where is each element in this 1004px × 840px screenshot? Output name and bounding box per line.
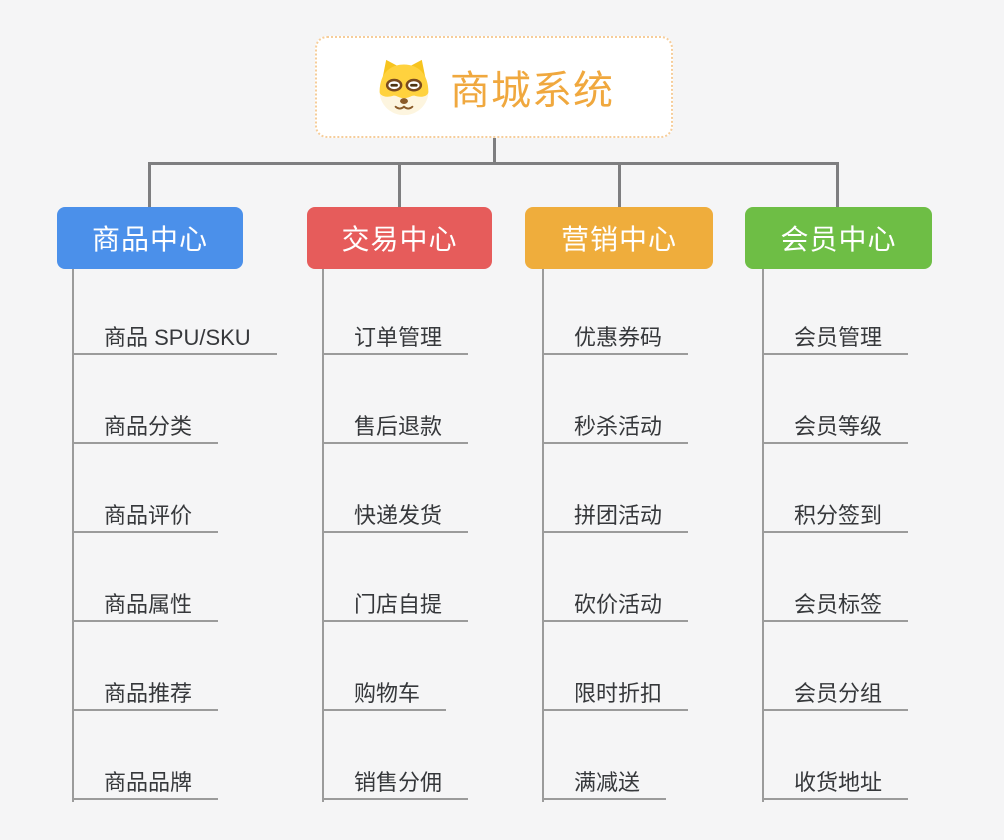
leaf-node[interactable]: 优惠券码 bbox=[542, 309, 689, 355]
branch-header-marketing-center[interactable]: 营销中心 bbox=[525, 207, 713, 269]
connector-drop-member bbox=[836, 162, 839, 208]
branch-spine-marketing bbox=[542, 269, 544, 802]
connector-rail bbox=[148, 162, 839, 165]
leaf-node[interactable]: 快递发货 bbox=[322, 487, 469, 533]
leaf-node[interactable]: 满减送 bbox=[542, 754, 667, 800]
connector-root-stub bbox=[493, 137, 496, 164]
branch-spine-trade bbox=[322, 269, 324, 802]
leaf-node[interactable]: 砍价活动 bbox=[542, 576, 689, 622]
leaf-node[interactable]: 会员标签 bbox=[762, 576, 909, 622]
leaf-node[interactable]: 拼团活动 bbox=[542, 487, 689, 533]
leaf-node[interactable]: 商品评价 bbox=[72, 487, 219, 533]
branch-spine-member bbox=[762, 269, 764, 802]
leaf-node[interactable]: 门店自提 bbox=[322, 576, 469, 622]
leaf-node[interactable]: 商品属性 bbox=[72, 576, 219, 622]
connector-drop-marketing bbox=[618, 162, 621, 208]
leaf-node[interactable]: 商品品牌 bbox=[72, 754, 219, 800]
leaf-node[interactable]: 销售分佣 bbox=[322, 754, 469, 800]
leaf-node[interactable]: 商品分类 bbox=[72, 398, 219, 444]
branch-header-trade-center[interactable]: 交易中心 bbox=[307, 207, 492, 269]
leaf-node[interactable]: 会员等级 bbox=[762, 398, 909, 444]
root-title: 商城系统 bbox=[450, 69, 614, 113]
leaf-node[interactable]: 商品 SPU/SKU bbox=[72, 309, 277, 355]
connector-drop-product bbox=[148, 162, 151, 208]
leaf-node[interactable]: 限时折扣 bbox=[542, 665, 689, 711]
branch-header-member-center[interactable]: 会员中心 bbox=[745, 207, 932, 269]
root-node[interactable]: 商城系统 bbox=[315, 36, 673, 138]
branch-spine-product bbox=[72, 269, 74, 802]
leaf-node[interactable]: 商品推荐 bbox=[72, 665, 219, 711]
shiba-dog-icon bbox=[374, 56, 434, 118]
leaf-node[interactable]: 会员管理 bbox=[762, 309, 909, 355]
branch-header-product-center[interactable]: 商品中心 bbox=[57, 207, 243, 269]
leaf-node[interactable]: 购物车 bbox=[322, 665, 447, 711]
leaf-node[interactable]: 订单管理 bbox=[322, 309, 469, 355]
leaf-node[interactable]: 秒杀活动 bbox=[542, 398, 689, 444]
leaf-node[interactable]: 售后退款 bbox=[322, 398, 469, 444]
leaf-node[interactable]: 会员分组 bbox=[762, 665, 909, 711]
leaf-node[interactable]: 收货地址 bbox=[762, 754, 909, 800]
connector-drop-trade bbox=[398, 162, 401, 208]
leaf-node[interactable]: 积分签到 bbox=[762, 487, 909, 533]
